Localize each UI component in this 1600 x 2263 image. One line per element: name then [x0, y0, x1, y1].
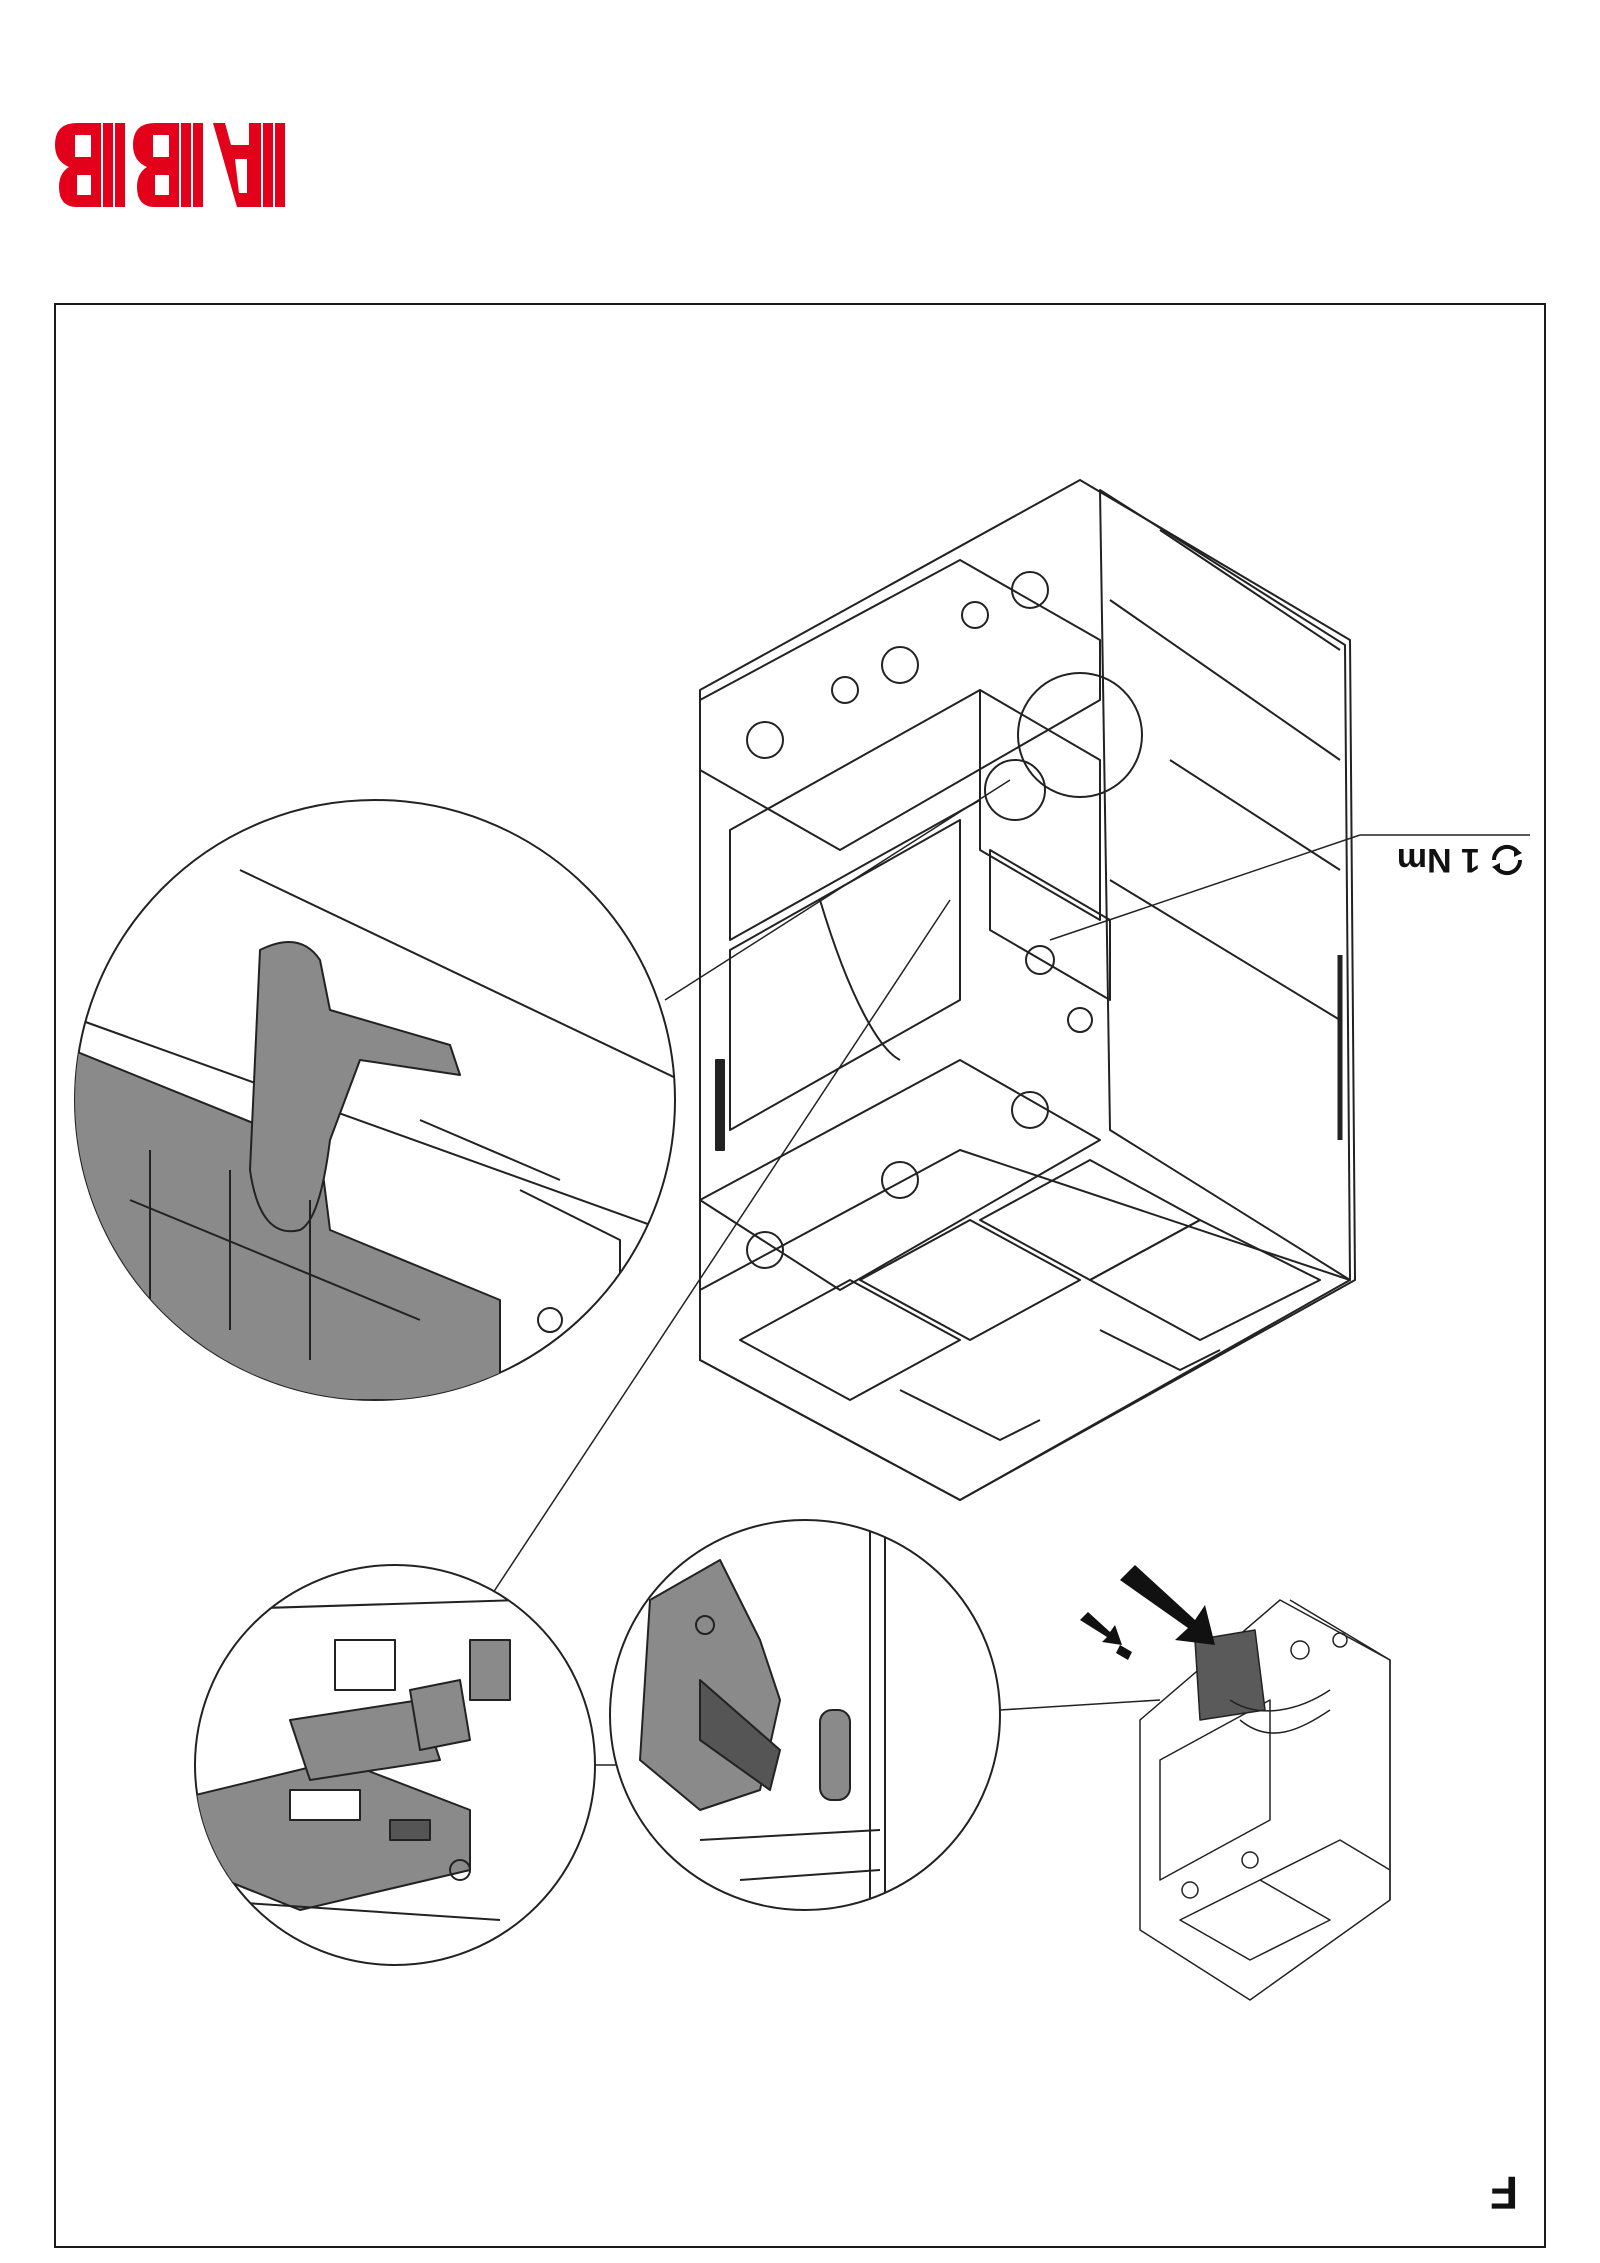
logo-letter-a	[213, 123, 285, 207]
leader-lines	[484, 779, 1530, 1766]
assembly-arrows	[1080, 1565, 1215, 1660]
logo-letter-b2	[55, 123, 125, 207]
zoom-circle-top-left	[74, 799, 676, 1401]
rotate-arrows-icon	[1491, 844, 1523, 876]
drawing-frame	[54, 303, 1546, 2248]
zoom-circle-bottom-center	[609, 1519, 1001, 1911]
detail-marker-circle	[1017, 672, 1143, 798]
breaker-small-view	[1139, 1599, 1391, 2001]
torque-annotation: 1 Nm	[1368, 835, 1528, 885]
breaker-main-view	[699, 479, 1356, 1501]
figure-label: F	[1490, 2167, 1519, 2219]
zoom-circle-bottom-left	[194, 1564, 596, 1966]
logo-letter-b1	[133, 123, 203, 207]
torque-value: 1 Nm	[1396, 841, 1480, 880]
abb-logo	[55, 123, 285, 207]
